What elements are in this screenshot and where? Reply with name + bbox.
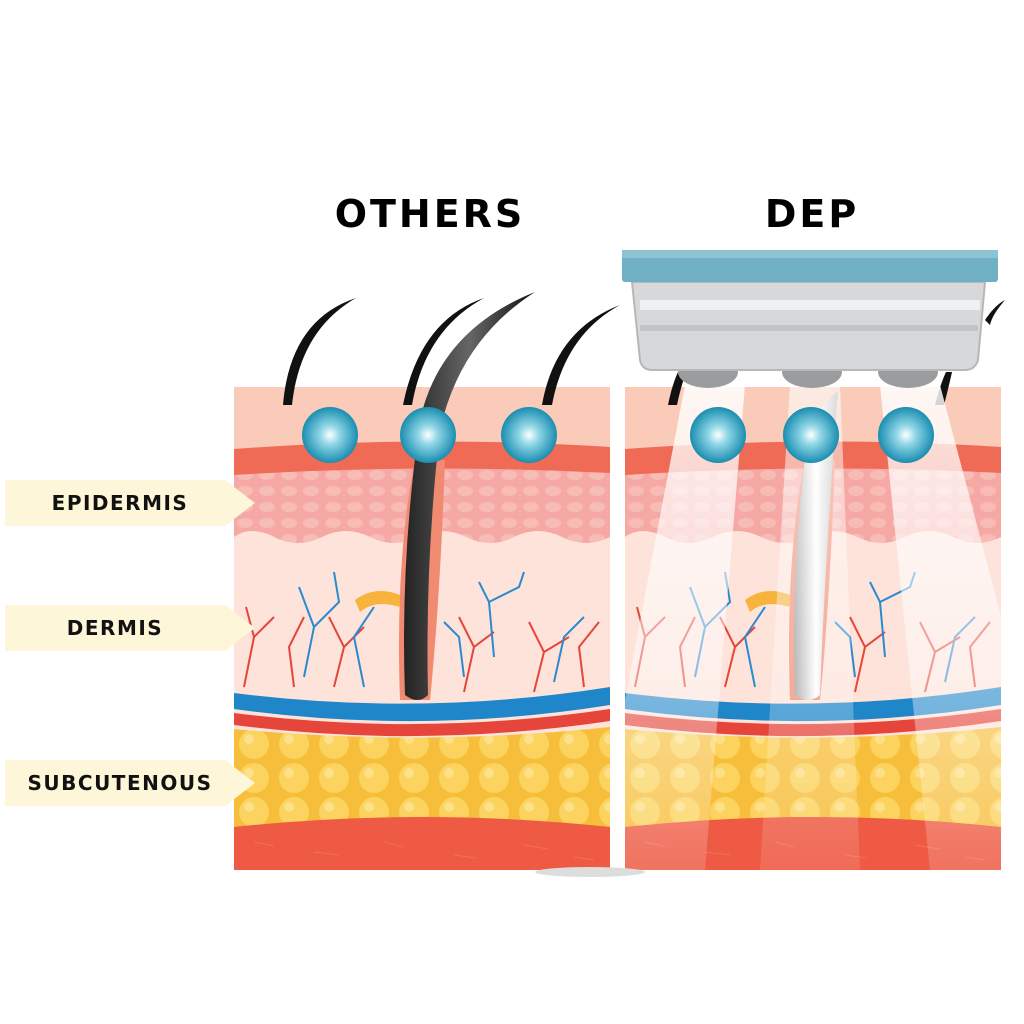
skin-panel-others <box>233 292 620 871</box>
ball-icon <box>400 407 456 463</box>
hair <box>283 298 356 405</box>
hair <box>542 305 620 405</box>
ball-icon <box>690 407 746 463</box>
hair <box>403 298 484 405</box>
light-beam <box>880 385 1002 870</box>
label-dermis: DERMIS <box>5 605 255 651</box>
label-subcutaneous: SUBCUTENOUS <box>5 760 255 806</box>
ball-icon <box>783 407 839 463</box>
dep-device <box>622 250 998 388</box>
device-shadow <box>535 867 645 877</box>
hair-shaft <box>404 292 535 700</box>
light-beam <box>760 385 860 870</box>
light-beam <box>625 385 745 870</box>
ball-icon <box>501 407 557 463</box>
title-dep: DEP <box>764 192 860 236</box>
ball-icon <box>302 407 358 463</box>
skin-panel-dep <box>624 300 1005 871</box>
sebaceous-gland <box>355 591 400 612</box>
title-others: OTHERS <box>334 192 526 236</box>
ball-icon <box>878 407 934 463</box>
label-epidermis: EPIDERMIS <box>5 480 255 526</box>
